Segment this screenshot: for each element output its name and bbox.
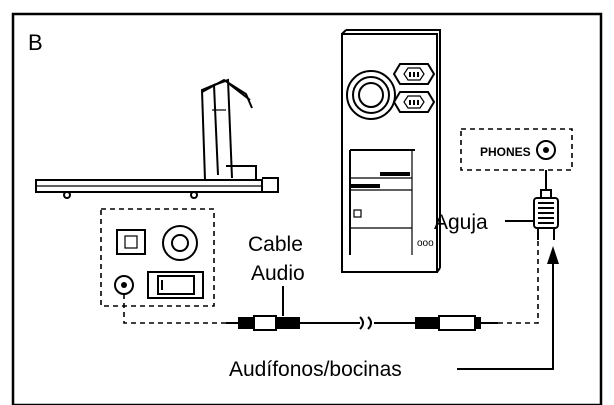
- splitter-plug-icon: [533, 170, 559, 240]
- plug-label: Aguja: [434, 211, 488, 234]
- speaker-icon: [162, 225, 198, 261]
- console-port: [116, 229, 146, 255]
- cable-label-line1: Cable: [248, 233, 303, 256]
- fan-icon: [346, 70, 396, 120]
- power-socket-icon: [392, 91, 436, 113]
- power-socket-icon: [392, 63, 436, 85]
- panel-letter: B: [28, 30, 43, 55]
- treadmill-console-box: [100, 208, 215, 307]
- phones-jack-box: PHONES: [460, 128, 573, 171]
- phones-jack-icon: [536, 140, 556, 160]
- arrow-up-icon: [547, 246, 559, 264]
- adapter-leader-line: [457, 262, 554, 370]
- treadmill-illustration: [35, 78, 279, 199]
- adapter-label: Audífonos/bocinas: [229, 358, 402, 381]
- console-slot: [147, 271, 204, 299]
- computer-tower-illustration: ooo: [341, 29, 441, 273]
- cable-label-line2: Audio: [251, 262, 305, 285]
- audio-cable: [123, 240, 539, 331]
- phones-label: PHONES: [480, 145, 531, 159]
- port-mark: ooo: [417, 238, 434, 249]
